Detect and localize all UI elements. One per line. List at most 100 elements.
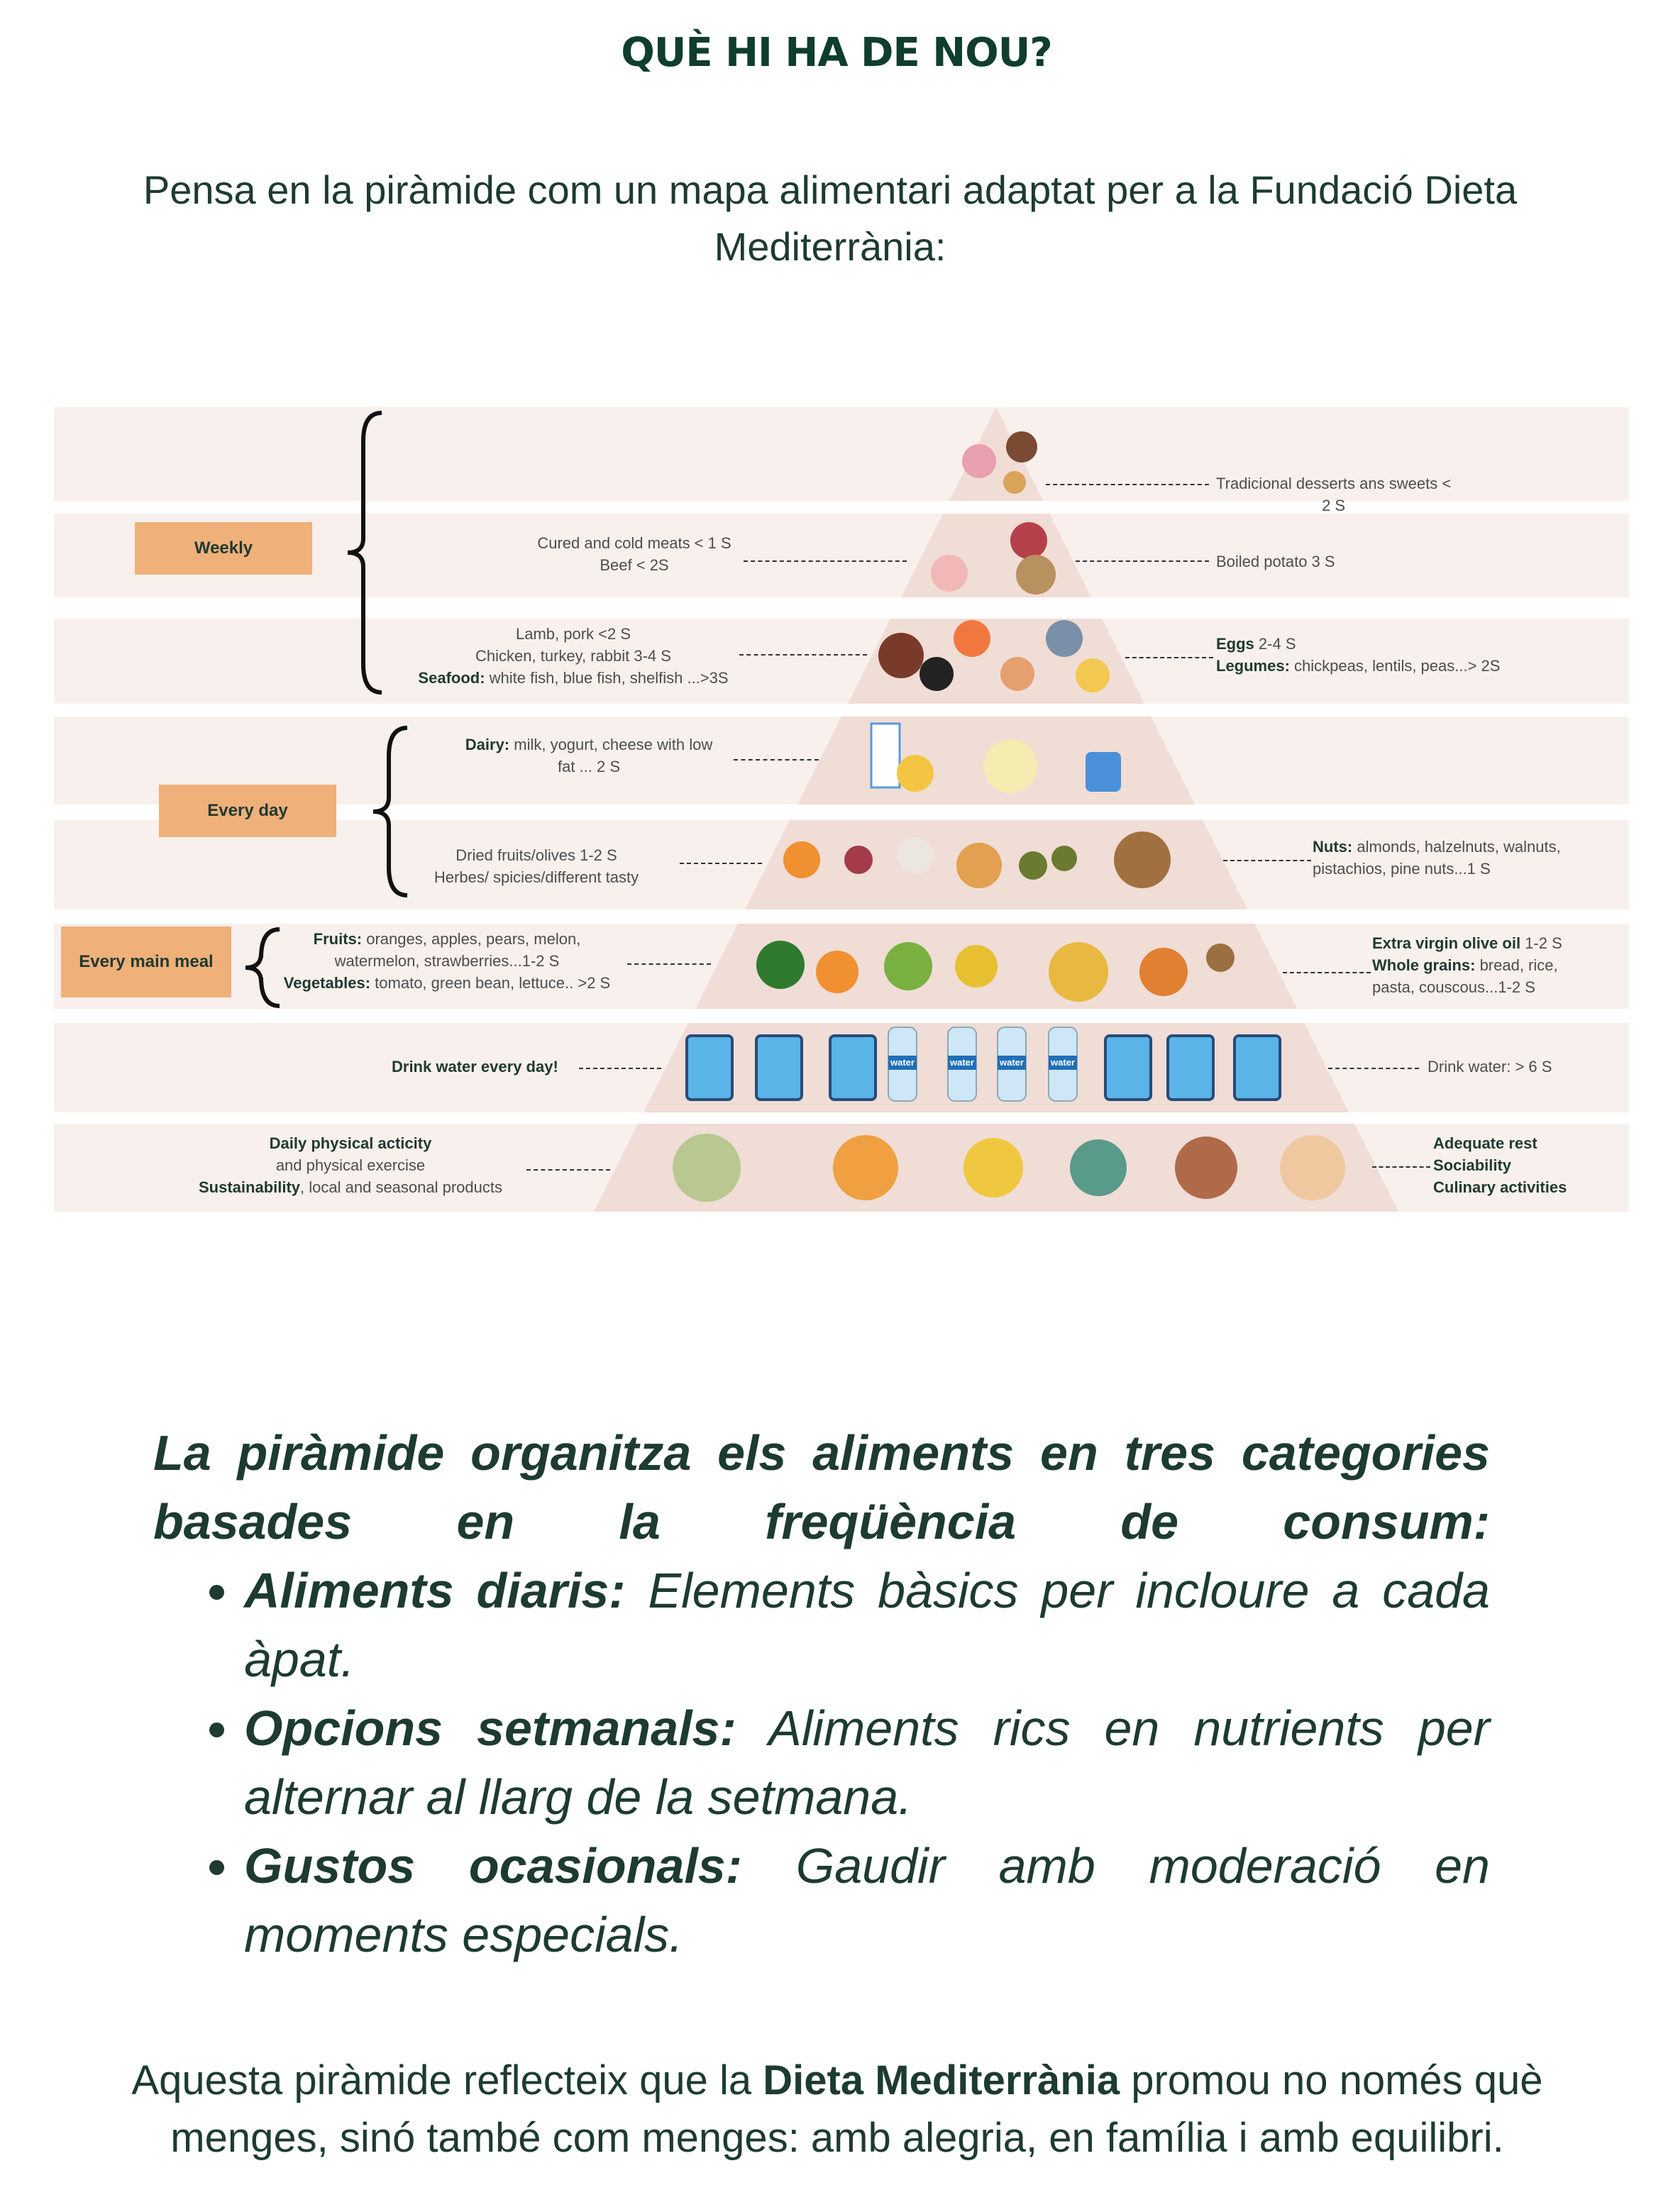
water-glass-icon <box>829 1034 877 1101</box>
text-oil-grains: Extra virgin olive oil 1-2 S Whole grain… <box>1372 934 1562 996</box>
connector-line <box>579 1068 661 1069</box>
olive-icon <box>1019 851 1047 880</box>
cake-icon <box>962 444 996 478</box>
connector-line <box>734 759 819 761</box>
family-football-icon <box>673 1134 741 1202</box>
page-title: QUÈ HI HA DE NOU? <box>621 30 1052 76</box>
connector-line <box>1223 860 1311 861</box>
grains-icon <box>1049 942 1108 1002</box>
nuts-icon <box>1114 831 1171 888</box>
body-text: La piràmide organitza els aliments en tr… <box>153 1419 1490 1969</box>
water-bottle-label: water <box>949 1057 974 1068</box>
text-cured: Cured and cold meats < 1 S <box>537 534 731 552</box>
seeds-icon <box>1206 944 1235 972</box>
mussel-icon <box>920 657 954 691</box>
cheese-wheel-icon <box>983 739 1037 793</box>
bread-icon <box>1139 948 1188 996</box>
cooking-icon <box>1070 1139 1127 1196</box>
ice-cream-icon <box>1006 431 1037 463</box>
cheese-icon <box>897 755 934 792</box>
connector-line <box>627 963 711 965</box>
text-lifestyle: Adequate rest Sociability Culinary activ… <box>1433 1134 1567 1196</box>
connector-line <box>1283 972 1371 973</box>
pastry-icon <box>1003 471 1026 494</box>
text-fruits-vegetables: Fruits: oranges, apples, pears, melon, w… <box>283 930 611 992</box>
yogurt-icon <box>1086 752 1121 792</box>
connector-line <box>1372 1166 1430 1168</box>
connector-line <box>739 654 867 656</box>
water-glass-icon <box>685 1034 734 1101</box>
text-lamb: Lamb, pork <2 S <box>515 625 631 643</box>
connector-line <box>680 863 762 864</box>
garlic-icon <box>897 837 934 874</box>
potato-icon <box>1016 555 1056 595</box>
onion-icon <box>956 843 1002 888</box>
text-eggs-legumes: Eggs 2-4 S Legumes: chickpeas, lentils, … <box>1216 635 1501 675</box>
water-glass-icon <box>1166 1034 1215 1101</box>
water-glass-icon <box>1233 1034 1281 1101</box>
brace-weekly <box>347 411 382 695</box>
brace-every-main-meal <box>245 927 280 1008</box>
band-meats <box>54 514 1629 597</box>
band-protein <box>54 619 1629 704</box>
group-label-every-day: Every day <box>159 785 336 837</box>
olive-icon <box>1051 846 1077 871</box>
fruit-icon <box>884 942 932 990</box>
text-dried-fruits: Dried fruits/olives 1-2 S Herbes/ spicie… <box>434 846 639 886</box>
water-glass-icon <box>1104 1034 1152 1101</box>
fig-icon <box>844 846 873 874</box>
running-icon <box>964 1138 1023 1198</box>
water-bottle-band <box>888 1056 917 1070</box>
water-glass-icon <box>755 1034 803 1101</box>
category-item: Gustos ocasionals: Gaudir amb moderació … <box>244 1832 1490 1969</box>
dried-fruit-icon <box>783 841 820 878</box>
shrimp-icon <box>954 620 990 657</box>
pyramid-tier <box>901 514 1091 597</box>
text-potato: Boiled potato 3 S <box>1216 553 1335 570</box>
egg-icon <box>1000 657 1034 691</box>
text-meats: Cured and cold meats < 1 S Beef < 2S <box>537 532 731 576</box>
text-beef: Beef < 2S <box>600 556 669 574</box>
text-protein: Lamb, pork <2 S Chicken, turkey, rabbit … <box>418 623 728 689</box>
water-bottle-band <box>948 1056 976 1070</box>
intro-text: Pensa en la piràmide com un mapa aliment… <box>143 167 1518 269</box>
lamb-icon <box>878 633 924 678</box>
text-drink-water-daily: Drink water every day! <box>392 1058 558 1075</box>
market-icon <box>1175 1137 1237 1199</box>
text-physical-activity: Daily physical acticity and physical exe… <box>198 1134 503 1196</box>
steak-icon <box>1010 522 1047 559</box>
category-item: Opcions setmanals: Aliments rics en nutr… <box>244 1694 1490 1832</box>
olive-oil-icon <box>955 945 998 988</box>
connector-line <box>1076 560 1209 562</box>
body-heading: La piràmide organitza els aliments en tr… <box>153 1425 1490 1549</box>
text-seafood: Seafood: white fish, blue fish, shelfish… <box>418 669 729 687</box>
vegetables-icon <box>756 941 805 989</box>
connector-line <box>1046 484 1209 485</box>
connector-line <box>1125 657 1213 658</box>
water-bottle-band <box>1049 1056 1077 1070</box>
text-desserts: Tradicional desserts ans sweets < 2 S <box>1216 475 1452 514</box>
fish-icon <box>1046 620 1083 657</box>
chickpea-icon <box>1076 658 1110 692</box>
connector-line <box>744 560 907 562</box>
category-item: Aliments diaris: Elements bàsics per inc… <box>244 1556 1490 1694</box>
brace-every-day <box>372 726 408 897</box>
text-nuts: Nuts: almonds, halzelnuts, walnuts, pist… <box>1313 838 1561 878</box>
group-label-weekly: Weekly <box>135 522 312 575</box>
connector-line <box>526 1169 610 1171</box>
text-drink-water-amount: Drink water: > 6 S <box>1428 1058 1552 1075</box>
ham-icon <box>931 555 968 592</box>
text-chicken: Chicken, turkey, rabbit 3-4 S <box>475 647 671 665</box>
band-sweets <box>54 407 1629 501</box>
water-bottle-label: water <box>1050 1057 1075 1068</box>
picnic-icon <box>833 1135 898 1200</box>
closing-paragraph: Aquesta piràmide reflecteix que la Dieta… <box>131 2057 1543 2161</box>
text-dairy: Dairy: milk, yogurt, cheese with low fat… <box>465 736 713 775</box>
water-bottle-label: water <box>999 1057 1024 1068</box>
cook-icon <box>1280 1135 1345 1200</box>
category-list: Aliments diaris: Elements bàsics per inc… <box>153 1556 1490 1969</box>
water-bottle-band <box>998 1056 1026 1070</box>
connector-line <box>1328 1068 1419 1069</box>
milk-icon <box>870 722 901 789</box>
